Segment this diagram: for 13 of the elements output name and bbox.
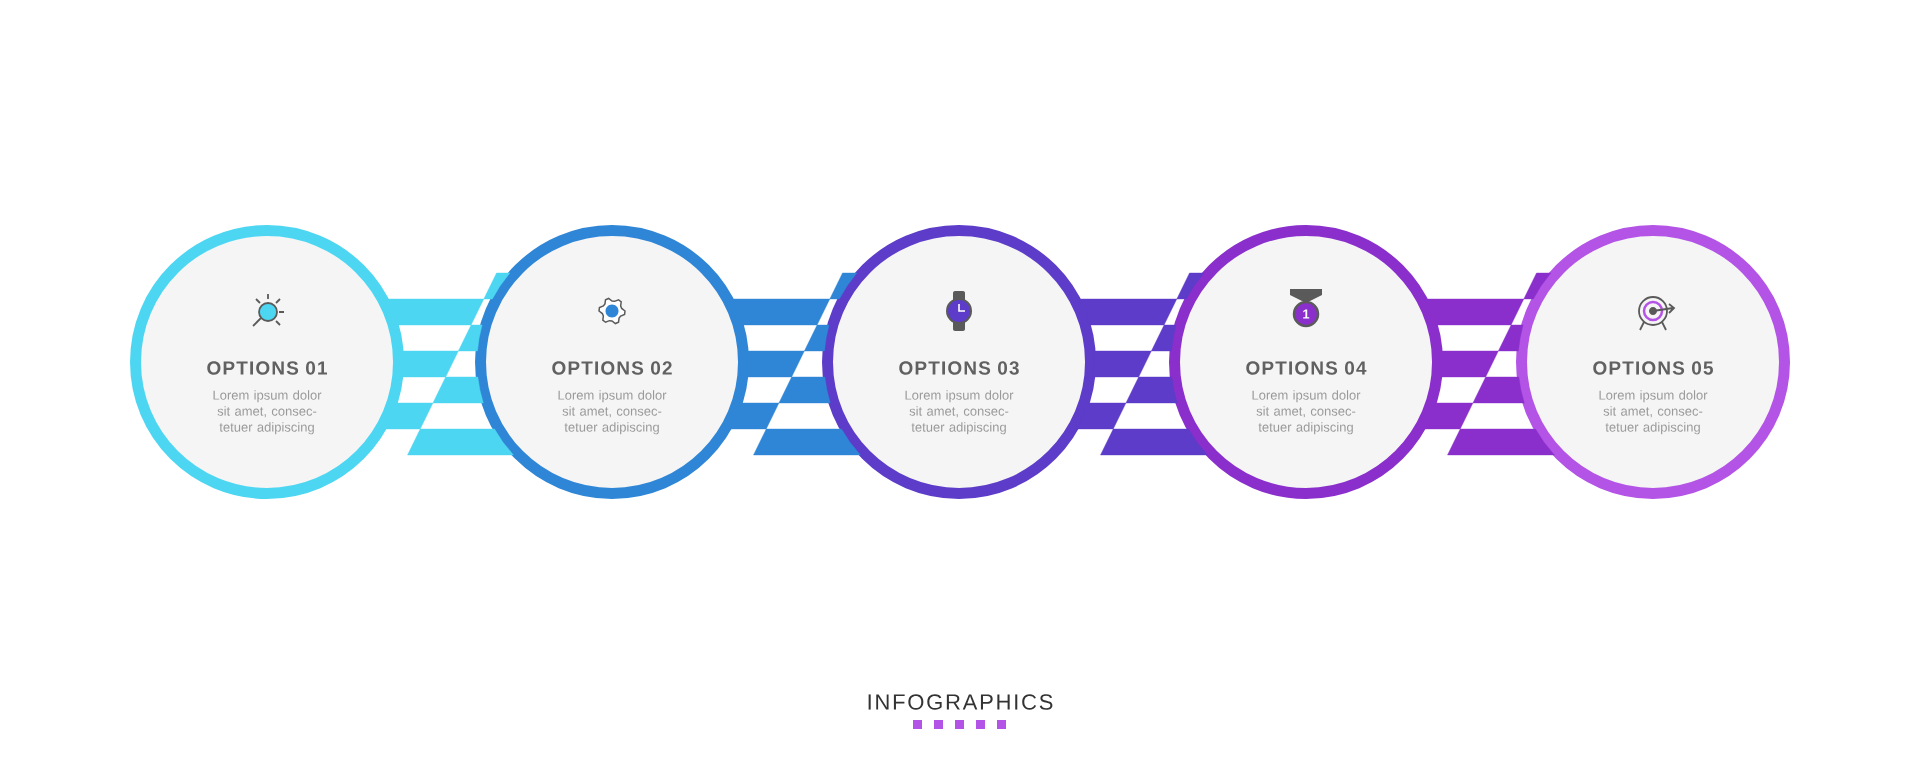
striped-ribbon [1076, 272, 1208, 456]
footer-title: INFOGRAPHICS [868, 694, 1053, 710]
step-title: OPTIONS 02 [552, 361, 672, 375]
step-description: Lorem ipsum dolor sit amet, consec- tetuer adipiscing [1252, 390, 1361, 435]
step-description: Lorem ipsum dolor sit amet, consec- tetuer adipiscing [905, 390, 1014, 435]
step-title: OPTIONS 01 [207, 361, 327, 375]
striped-ribbon [729, 272, 861, 456]
step-description: Lorem ipsum dolor sit amet, consec- tetuer adipiscing [558, 390, 667, 435]
step-title: OPTIONS 04 [1246, 361, 1367, 375]
step-title: OPTIONS 03 [899, 361, 1019, 375]
step-description: Lorem ipsum dolor sit amet, consec- tetuer adipiscing [213, 390, 322, 435]
striped-ribbon [384, 272, 514, 456]
striped-ribbon [1423, 272, 1555, 456]
